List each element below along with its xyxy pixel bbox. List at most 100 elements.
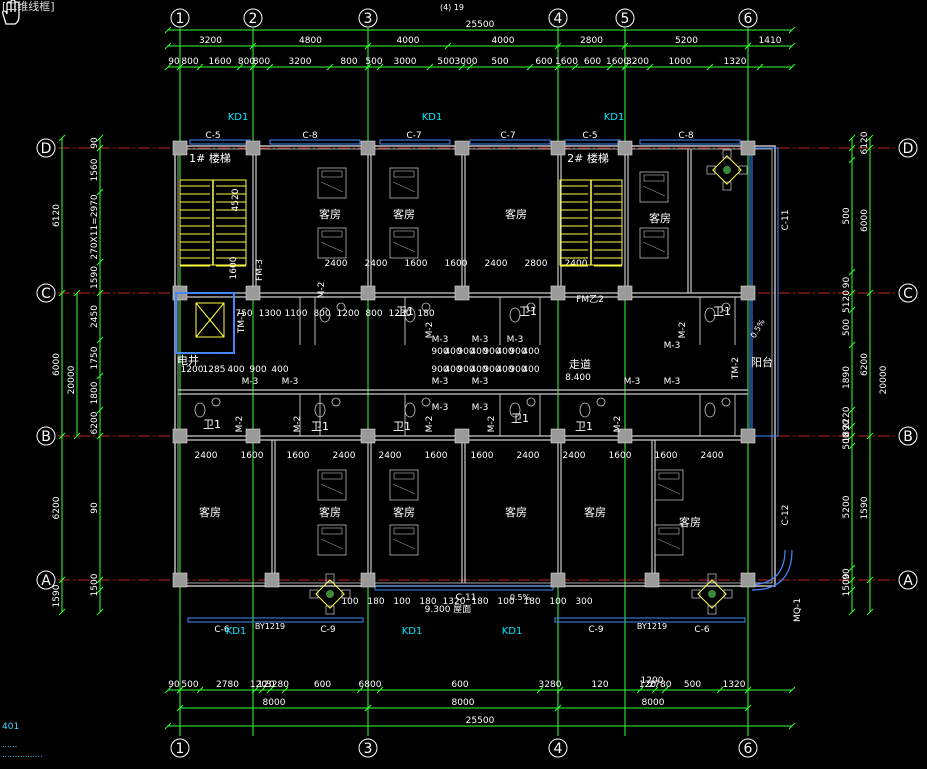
dimension-label: 2800 bbox=[525, 259, 548, 269]
dimension-label: 1590 bbox=[52, 584, 62, 607]
basin bbox=[421, 397, 431, 407]
dimension-label: 8000 bbox=[263, 698, 286, 708]
dimension-label: 120 bbox=[250, 680, 267, 690]
column bbox=[740, 428, 756, 444]
dimension-label: 1285 bbox=[203, 365, 226, 375]
dimension-tick bbox=[96, 576, 104, 584]
dimension-tick bbox=[164, 26, 172, 34]
dimension-label: 90 bbox=[842, 277, 852, 289]
dimension-tick bbox=[866, 608, 874, 616]
window-label: C-5 bbox=[582, 131, 597, 141]
basin bbox=[331, 397, 341, 407]
axis-bubble bbox=[36, 570, 56, 590]
dimension-tick bbox=[756, 63, 764, 71]
dimension-tick bbox=[866, 289, 874, 297]
column bbox=[550, 285, 566, 301]
bed bbox=[389, 227, 419, 259]
legend-number: 401 bbox=[2, 722, 20, 732]
axis-bubble-label: 4 bbox=[554, 741, 563, 757]
toilet-label: 卫1 bbox=[203, 418, 221, 431]
dimension-label: 1200 bbox=[641, 676, 664, 686]
dimension-label: 800 bbox=[238, 57, 255, 67]
dimension-tick bbox=[281, 686, 289, 694]
room-label: 走道 bbox=[569, 357, 591, 371]
dimension-tick bbox=[848, 289, 856, 297]
dimension-tick bbox=[249, 42, 257, 50]
column bbox=[617, 428, 633, 444]
bed-fold bbox=[642, 241, 666, 253]
dimension-label: 1560 bbox=[90, 158, 100, 181]
dimension-tick bbox=[646, 63, 654, 71]
dimension-label: 3200 bbox=[626, 57, 649, 67]
dimension-label: 900 bbox=[509, 365, 526, 375]
dimension-label: 6120 bbox=[52, 204, 62, 227]
dimension-label: 6800 bbox=[359, 680, 382, 690]
dimension-tick bbox=[848, 442, 856, 450]
dimension-label: 2780 bbox=[216, 680, 239, 690]
dimension-label: 500 bbox=[437, 57, 454, 67]
door-label: M-2 bbox=[425, 322, 435, 339]
axis-bubble-label: A bbox=[903, 573, 913, 589]
dimension-tick bbox=[164, 686, 172, 694]
axis-bubble-label: B bbox=[903, 429, 913, 445]
bed-fold bbox=[320, 181, 344, 193]
column bbox=[360, 428, 376, 444]
axis-bubble bbox=[898, 138, 918, 158]
dimension-label: 1100 bbox=[285, 309, 308, 319]
level-annotation: 8.400 bbox=[565, 373, 591, 383]
dimension-tick bbox=[621, 42, 629, 50]
toilet-label: 卫1 bbox=[396, 305, 414, 318]
dimension-label: 400 bbox=[496, 347, 513, 357]
column bbox=[740, 572, 756, 588]
bed-fold bbox=[657, 483, 681, 495]
window-label: C-8 bbox=[302, 131, 318, 141]
door-label: M-3 bbox=[664, 377, 681, 387]
axis-bubble bbox=[898, 426, 918, 446]
basin bbox=[336, 302, 346, 312]
dimension-label: 3280 bbox=[539, 680, 562, 690]
dimension-label: 1600 bbox=[241, 451, 264, 461]
basin bbox=[211, 397, 221, 407]
chair bbox=[707, 573, 717, 583]
pan-hand-icon[interactable] bbox=[0, 0, 22, 26]
axis-bubble-label: 1 bbox=[176, 11, 185, 27]
roof-annotation: 9.300 屋面 bbox=[425, 604, 472, 615]
axis-bubble bbox=[170, 738, 190, 758]
dimension-label: 4000 bbox=[492, 36, 515, 46]
dimension-label: 3000 bbox=[394, 57, 417, 67]
dimension-tick bbox=[848, 406, 856, 414]
elevator-shaft bbox=[175, 292, 235, 354]
dimension-label: 900 bbox=[509, 347, 526, 357]
dimension-label: 1000 bbox=[669, 57, 692, 67]
dimension-label: 900 bbox=[483, 365, 500, 375]
dimension-tick bbox=[326, 63, 334, 71]
viewport-style-label[interactable]: [二维线框] bbox=[2, 0, 55, 13]
dimension-label: 25500 bbox=[466, 716, 495, 726]
bed bbox=[389, 167, 419, 199]
axis-bubble bbox=[738, 738, 758, 758]
dimension-tick bbox=[58, 576, 66, 584]
dimension-tick bbox=[356, 686, 364, 694]
window-label: MQ-1 bbox=[793, 598, 803, 622]
dimension-label: 3000 bbox=[455, 57, 478, 67]
dimension-label: 600 bbox=[314, 680, 331, 690]
window-label: C-7 bbox=[406, 131, 421, 141]
dimension-label: 1600 bbox=[606, 57, 629, 67]
window-bottom bbox=[187, 617, 364, 623]
dimension-label: 1600 bbox=[655, 451, 678, 461]
dimension-tick bbox=[744, 686, 752, 694]
axis-bubble bbox=[36, 283, 56, 303]
dimension-label: 100 bbox=[549, 597, 566, 607]
bed-pillow bbox=[643, 230, 665, 238]
axis-bubble-label: 5 bbox=[621, 11, 630, 27]
dimension-label: 900 bbox=[249, 365, 266, 375]
axis-bubble bbox=[548, 738, 568, 758]
dimension-tick bbox=[848, 341, 856, 349]
dimension-tick bbox=[96, 188, 104, 196]
room-label: 电井 bbox=[177, 353, 199, 367]
dimension-tick bbox=[364, 42, 372, 50]
window-top bbox=[469, 139, 551, 145]
door-label: M-3 bbox=[507, 335, 524, 345]
door-label: FM-3 bbox=[255, 259, 265, 281]
